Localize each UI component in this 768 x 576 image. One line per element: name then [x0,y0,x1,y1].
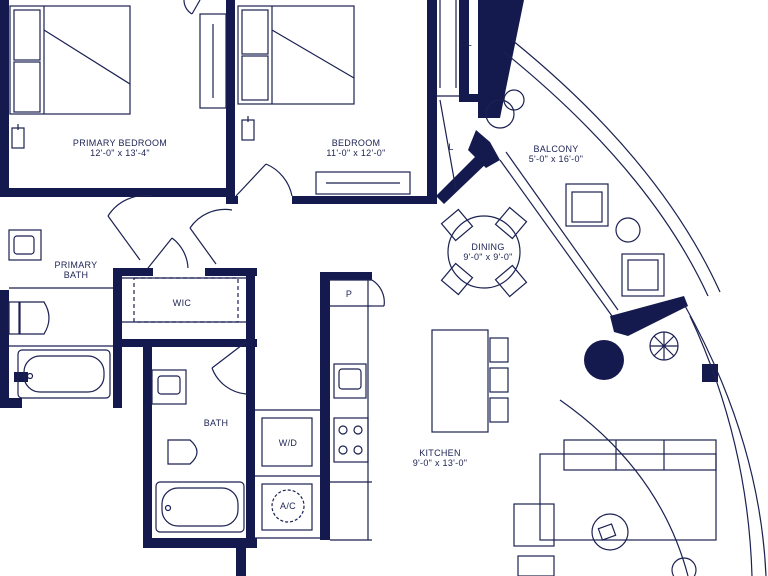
primary-bath-line1: PRIMARY [55,260,98,270]
ac-label: A/C [280,501,296,511]
dining-dims: 9'-0" x 9'-0" [463,252,512,262]
closet-label: CL [460,38,472,48]
bath-fixtures [151,369,245,533]
primary-bed [9,5,227,149]
wic-label: WIC [173,298,192,308]
primary-bath-line2: BATH [64,270,89,280]
bedroom-name: BEDROOM [332,138,381,148]
partitions [9,95,459,541]
bedroom-dims: 11'-0" x 12'-0" [326,148,385,158]
balcony-outline [499,39,767,576]
structural-column [584,340,624,380]
living-furniture [513,439,717,576]
kitchen-name: KITCHEN [419,448,461,458]
laundry-ac [261,417,313,531]
walls [0,0,718,576]
dining-set [440,206,528,298]
secondary-bed [237,5,411,195]
balcony-name: BALCONY [533,144,578,154]
wic-rods [122,277,246,323]
room-labels: PRIMARY BEDROOM 12'-0" x 13'-4" BEDROOM … [55,38,584,511]
primary-bedroom-dims: 12'-0" x 13'-4" [90,148,150,158]
primary-bedroom-name: PRIMARY BEDROOM [73,138,167,148]
primary-bath-fixtures [8,229,111,399]
dining-name: DINING [471,242,504,252]
washer-dryer-label: W/D [279,438,298,448]
pantry-label: P [346,289,352,299]
balcony-dims: 5'-0" x 16'-0" [529,154,584,164]
linen-label: L [448,142,453,152]
bath-label: BATH [204,418,229,428]
kitchen-fixtures [333,329,509,463]
kitchen-dims: 9'-0" x 13'-0" [413,458,468,468]
doors [107,0,457,395]
balcony-furniture [485,89,665,297]
plant [649,331,679,361]
